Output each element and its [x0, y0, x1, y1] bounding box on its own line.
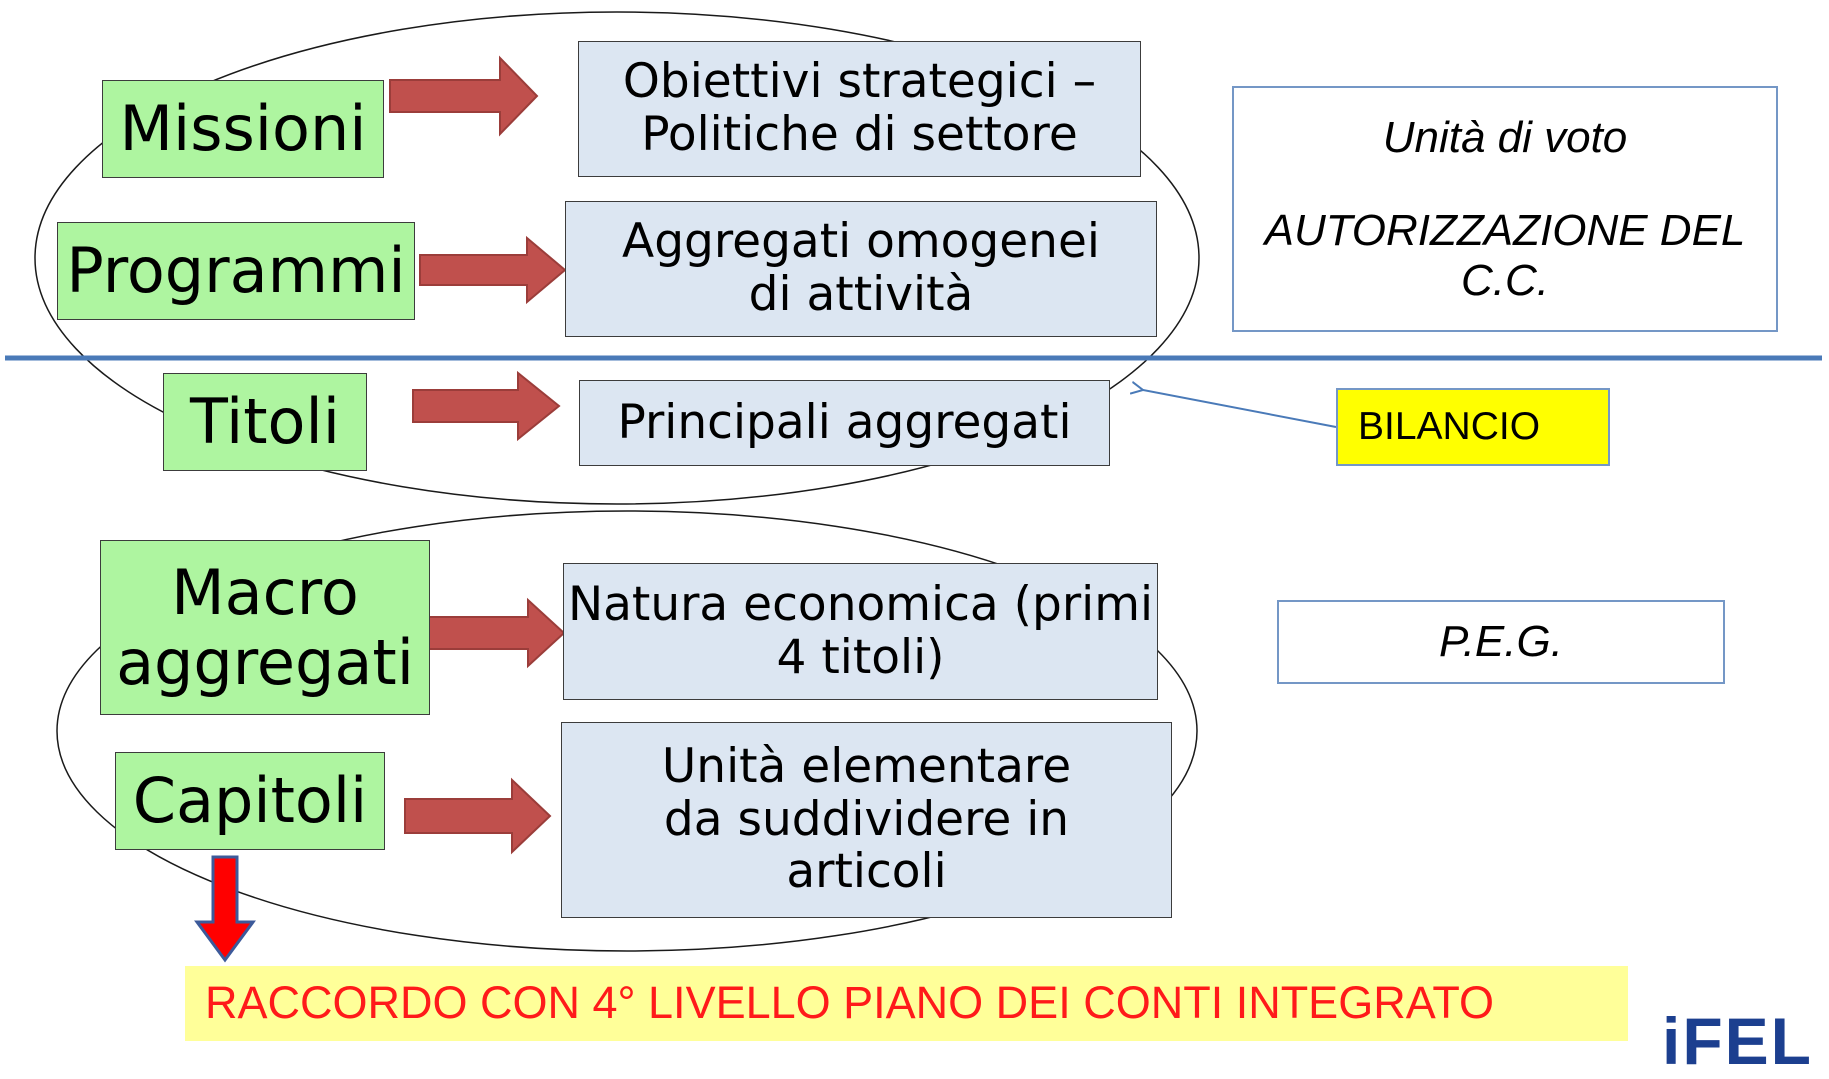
tag-bilancio-label: BILANCIO	[1358, 405, 1541, 449]
desc-capitoli-line1: Unità elementare	[661, 739, 1072, 795]
note-unita-line1: Unità di voto	[1382, 113, 1628, 163]
note-unita-di-voto: Unità di voto AUTORIZZAZIONE DEL C.C.	[1232, 86, 1778, 332]
ifel-logo-text: iFEL	[1662, 1004, 1813, 1078]
note-peg: P.E.G.	[1277, 600, 1725, 684]
desc-macro: Natura economica (primi 4 titoli)	[563, 563, 1158, 700]
upper-group-ellipse	[34, 11, 1200, 505]
level-macro-line2: aggregati	[116, 625, 414, 699]
desc-macro-line2: 4 titoli)	[776, 629, 945, 685]
level-missioni-label: Missioni	[119, 92, 367, 166]
tag-bilancio: BILANCIO	[1336, 388, 1610, 466]
note-unita-line3: C.C.	[1461, 255, 1549, 305]
desc-capitoli-line3: articoli	[786, 844, 947, 900]
desc-titoli-text: Principali aggregati	[617, 394, 1072, 450]
note-unita-line2: AUTORIZZAZIONE DEL	[1264, 206, 1746, 256]
level-titoli: Titoli	[163, 373, 367, 471]
level-programmi: Programmi	[57, 222, 415, 320]
bilancio-pointer	[1143, 390, 1337, 428]
arrow-titoli	[412, 370, 561, 442]
down-arrow-capitoli	[194, 855, 256, 963]
desc-titoli: Principali aggregati	[579, 380, 1110, 466]
desc-programmi-line1: Aggregati omogenei	[622, 214, 1100, 270]
level-macro-aggregati: Macro aggregati	[100, 540, 430, 715]
lower-group-ellipse	[56, 510, 1198, 952]
desc-macro-line1: Natura economica (primi	[567, 576, 1154, 632]
arrow-programmi	[419, 235, 567, 305]
arrow-macro	[422, 597, 566, 669]
desc-programmi-line2: di attività	[748, 267, 974, 322]
desc-capitoli: Unità elementare da suddividere in artic…	[561, 722, 1172, 918]
note-peg-label: P.E.G.	[1439, 617, 1563, 667]
level-titoli-label: Titoli	[190, 385, 340, 459]
desc-missioni: Obiettivi strategici – Politiche di sett…	[578, 41, 1141, 177]
raccordo-banner: RACCORDO CON 4° LIVELLO PIANO DEI CONTI …	[185, 966, 1628, 1041]
level-capitoli-label: Capitoli	[132, 764, 368, 838]
level-capitoli: Capitoli	[115, 752, 385, 850]
ifel-logo: iFEL	[1662, 1003, 1813, 1079]
raccordo-banner-text: RACCORDO CON 4° LIVELLO PIANO DEI CONTI …	[205, 977, 1495, 1029]
level-missioni: Missioni	[102, 80, 384, 178]
desc-missioni-line2: Politiche di settore	[641, 107, 1078, 162]
level-programmi-label: Programmi	[66, 234, 406, 308]
desc-missioni-line1: Obiettivi strategici –	[622, 54, 1097, 110]
arrow-missioni	[389, 55, 539, 137]
desc-programmi: Aggregati omogenei di attività	[565, 201, 1157, 337]
level-macro-line1: Macro	[171, 556, 359, 630]
arrow-capitoli	[404, 777, 552, 855]
diagram-connectors	[5, 11, 1822, 963]
desc-capitoli-line2: da suddividere in	[663, 791, 1070, 847]
